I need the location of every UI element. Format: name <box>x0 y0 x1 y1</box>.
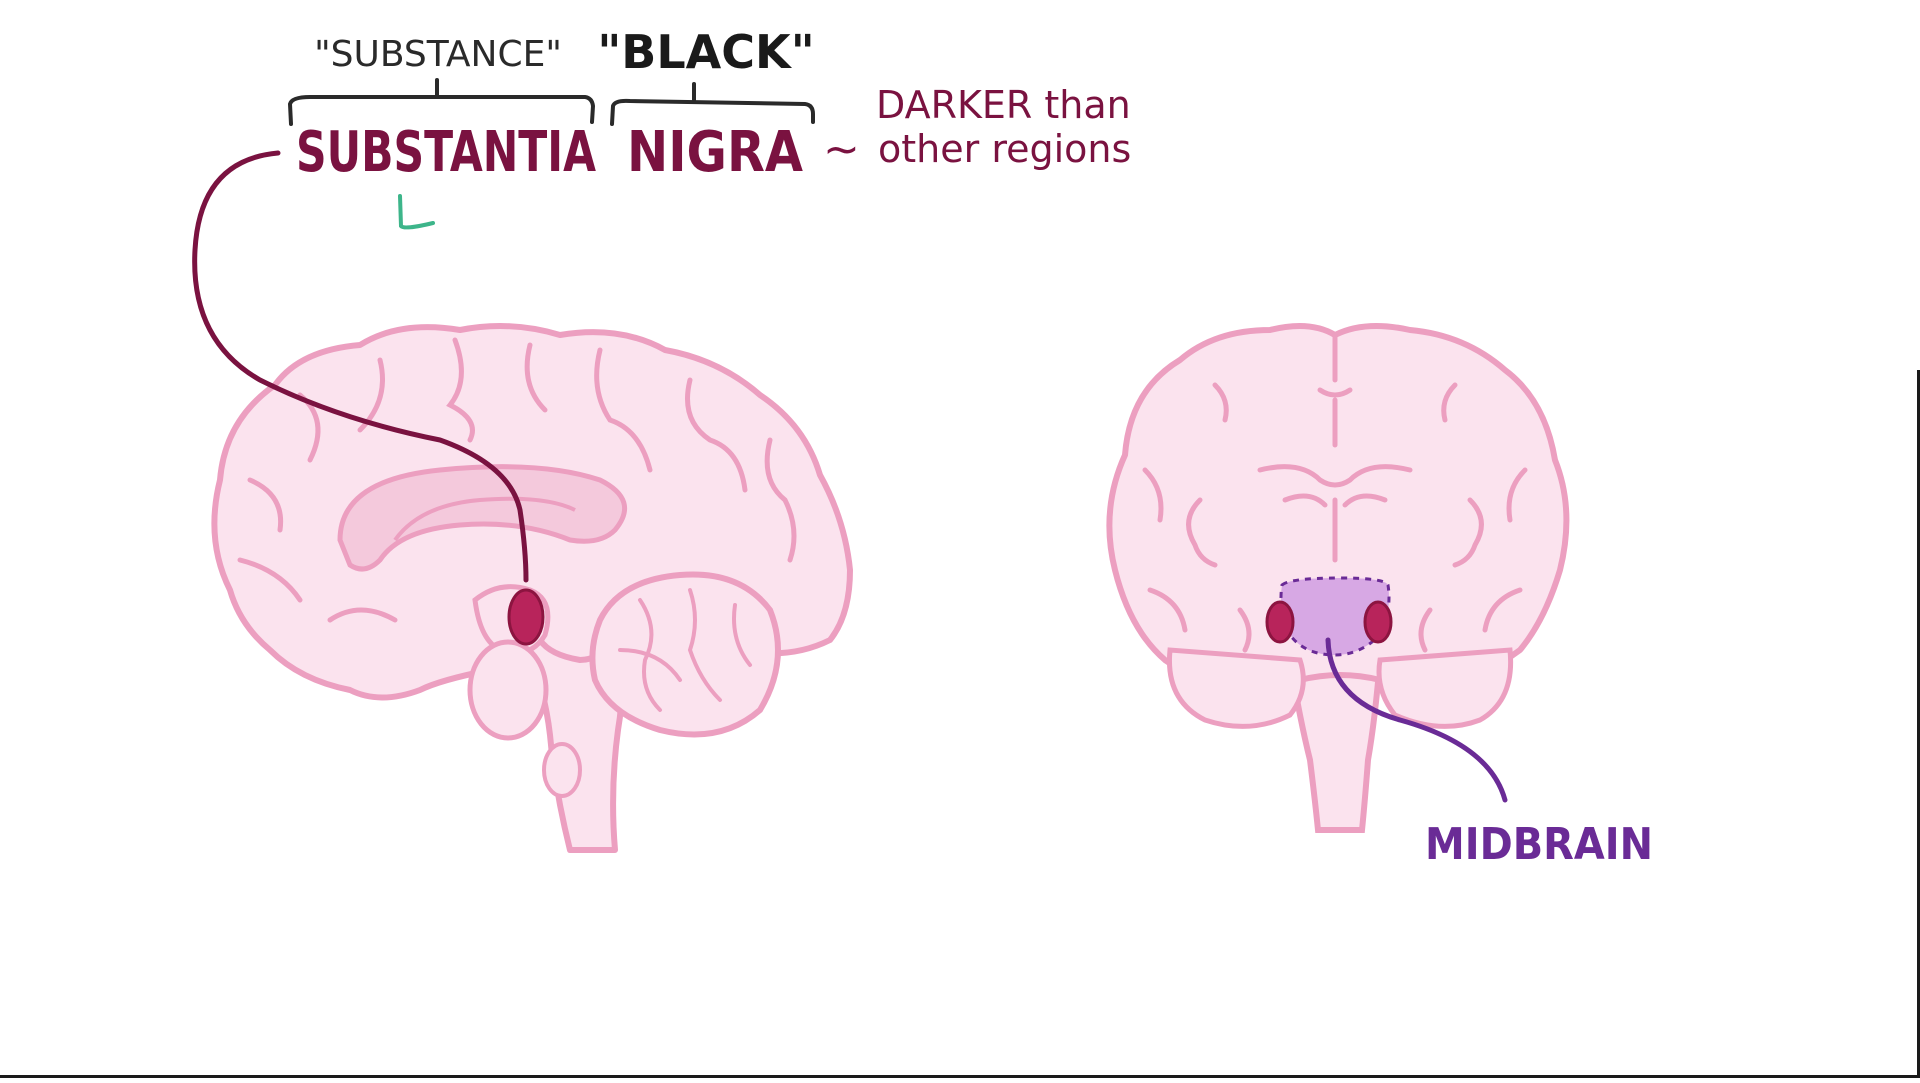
term-nigra: NIGRA <box>627 120 804 185</box>
coronal-brain <box>1109 326 1566 830</box>
black-translation: "BLACK" <box>597 25 814 79</box>
substance-translation: "SUBSTANCE" <box>314 34 562 75</box>
midbrain-label: MIDBRAIN <box>1425 819 1653 870</box>
note-darker: DARKER than <box>876 83 1131 127</box>
substantia-nigra-sagittal <box>509 590 543 644</box>
term-substantia: SUBSTANTIA <box>296 120 596 185</box>
substantia-nigra-left <box>1267 602 1293 642</box>
note-other-regions: other regions <box>878 127 1131 171</box>
green-underline-mark <box>400 196 433 227</box>
nigra-bracket <box>612 84 813 124</box>
substantia-bracket <box>290 80 593 124</box>
substantia-nigra-right <box>1365 602 1391 642</box>
tilde-symbol: ~ <box>823 124 860 175</box>
